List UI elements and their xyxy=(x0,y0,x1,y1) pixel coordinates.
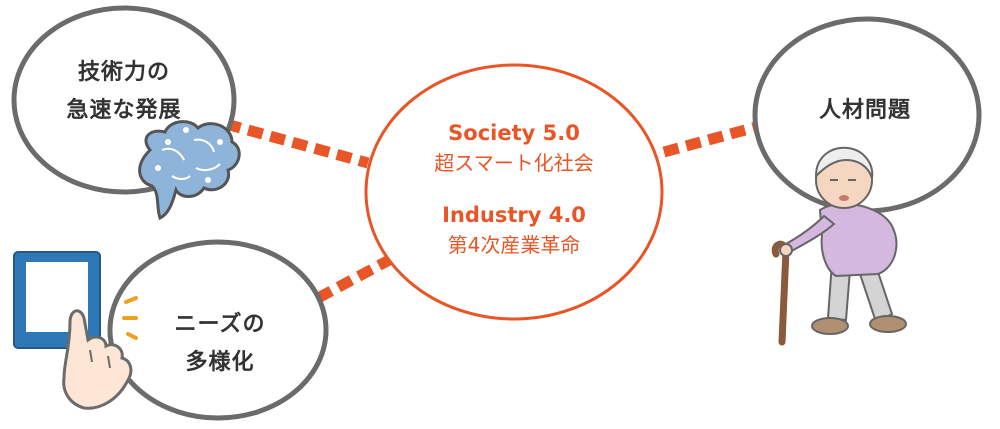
tech-line-2: 急速な発展 xyxy=(66,98,182,123)
tap-effect-icon xyxy=(122,296,138,340)
needs-line-2: 多様化 xyxy=(185,350,255,375)
connector-needs xyxy=(315,253,396,303)
connector-lines xyxy=(224,118,762,303)
society-title: Society 5.0 xyxy=(448,121,580,145)
tech-line-1: 技術力の xyxy=(77,60,170,85)
talent-bubble-text: 人材問題 xyxy=(790,92,940,130)
industry-title: Industry 4.0 xyxy=(442,203,586,227)
elderly-person-icon xyxy=(771,146,907,346)
society-subtitle: 超スマート化社会 xyxy=(434,151,594,175)
connector-talent xyxy=(662,120,762,158)
brain-icon xyxy=(138,120,241,221)
tech-bubble-text: 技術力の 急速な発展 xyxy=(44,54,204,130)
center-text-block: Society 5.0 超スマート化社会 Industry 4.0 第4次産業革… xyxy=(380,118,648,260)
needs-bubble-text: ニーズの 多様化 xyxy=(140,306,300,382)
needs-line-1: ニーズの xyxy=(174,312,266,337)
tablet-hand-icon xyxy=(13,251,138,410)
industry-subtitle: 第4次産業革命 xyxy=(447,233,581,257)
needs-bubble xyxy=(107,239,329,421)
connector-tech xyxy=(224,118,370,169)
talent-line-1: 人材問題 xyxy=(818,98,911,123)
center-circle xyxy=(364,63,664,321)
